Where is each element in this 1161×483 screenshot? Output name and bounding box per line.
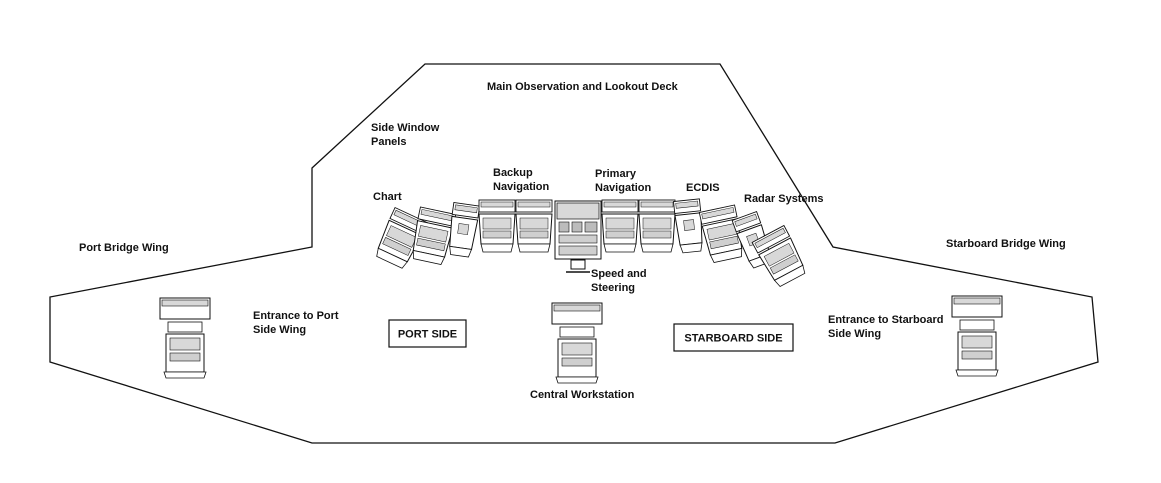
- starboard-side-box: [673, 323, 794, 352]
- port-bridge-wing-label: Port Bridge Wing: [79, 242, 169, 254]
- port-side-box: [388, 319, 467, 348]
- starboard-bridge-wing-label: Starboard Bridge Wing: [946, 238, 1066, 250]
- speed-steering-label-line1: Speed and: [591, 268, 647, 280]
- radar-systems-label: Radar Systems: [744, 193, 824, 205]
- speed-steering-label-line2: Steering: [591, 282, 635, 294]
- primary-navigation-label-line2: Navigation: [595, 182, 652, 194]
- chart-label: Chart: [373, 191, 402, 203]
- entrance-starboard-label-line1: Entrance to Starboard: [828, 314, 944, 326]
- port-side-label: PORT SIDE: [398, 329, 457, 341]
- starboard-side-label: STARBOARD SIDE: [684, 333, 782, 345]
- main-deck-label: Main Observation and Lookout Deck: [487, 81, 679, 93]
- main-console-arc: [376, 198, 806, 287]
- side-window-label-line1: Side Window: [371, 122, 440, 134]
- backup-navigation-label-line2: Navigation: [493, 181, 550, 193]
- console-module: [478, 199, 516, 253]
- speed-steering-console: [554, 200, 602, 273]
- starboard-wing-workstation: [951, 295, 1003, 377]
- console-module: [673, 198, 703, 254]
- console-module: [412, 206, 457, 265]
- side-window-label-line2: Panels: [371, 136, 406, 148]
- console-module: [515, 199, 553, 253]
- console-module: [601, 199, 639, 253]
- primary-navigation-label-line1: Primary: [595, 168, 637, 180]
- bridge-outline: [49, 63, 1099, 444]
- console-module: [376, 206, 429, 269]
- central-workstation-label: Central Workstation: [530, 389, 635, 401]
- entrance-starboard-label-line2: Side Wing: [828, 328, 881, 340]
- console-module: [638, 199, 676, 253]
- ecdis-label: ECDIS: [686, 182, 720, 194]
- console-module: [449, 202, 481, 258]
- entrance-port-label-line2: Side Wing: [253, 324, 306, 336]
- port-wing-workstation: [159, 297, 211, 379]
- central-workstation: [551, 302, 603, 384]
- console-module: [751, 224, 806, 287]
- entrance-port-label-line1: Entrance to Port: [253, 310, 339, 322]
- backup-navigation-label-line1: Backup: [493, 167, 533, 179]
